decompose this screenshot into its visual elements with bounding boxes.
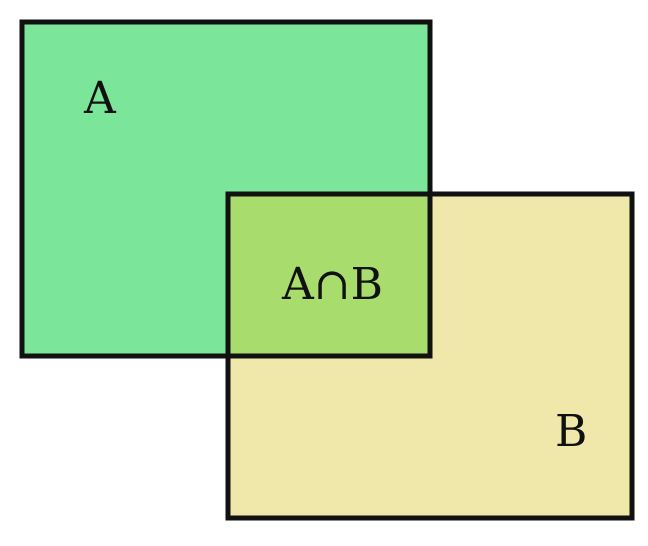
set-b-label: B — [555, 406, 587, 457]
set-b-outline — [225, 191, 635, 521]
intersection-region — [228, 194, 430, 356]
set-a-label: A — [83, 73, 117, 124]
intersection-label: A∩B — [281, 259, 383, 310]
